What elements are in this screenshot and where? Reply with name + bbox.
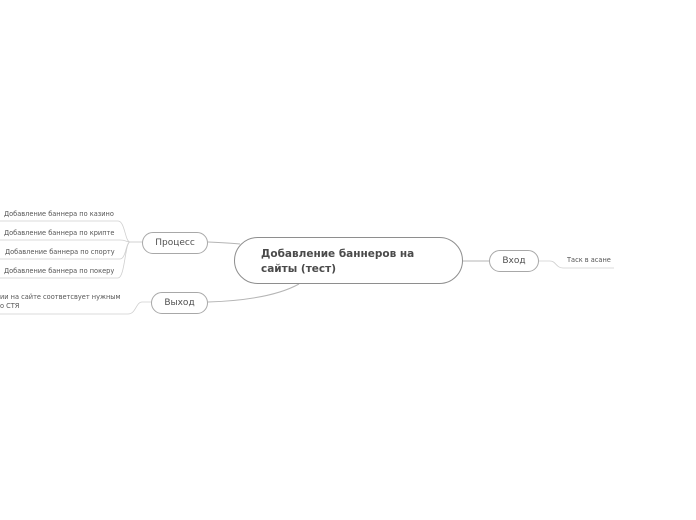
output-child-1[interactable]: ии на сайте соответсвует нужным о СТЯ [0, 293, 120, 311]
branch-output[interactable]: Выход [151, 292, 208, 314]
output-child-line-2: о СТЯ [0, 302, 20, 310]
process-child-poker[interactable]: Добавление баннера по покеру [4, 267, 115, 275]
branch-input[interactable]: Вход [489, 250, 539, 272]
central-topic-line-1: Добавление баннеров на [261, 248, 415, 260]
link-output-child-1 [0, 301, 151, 315]
branch-input-label: Вход [502, 256, 526, 266]
input-child-asana-task[interactable]: Таск в асане [567, 256, 611, 264]
link-input-child-1 [539, 260, 614, 269]
link-central-output [207, 283, 300, 303]
link-process-child-4 [0, 241, 142, 279]
process-child-casino[interactable]: Добавление баннера по казино [4, 210, 114, 218]
output-child-line-1: ии на сайте соответсвует нужным [0, 293, 121, 301]
branch-process-label: Процесс [155, 238, 195, 248]
central-topic-line-2: сайты (тест) [261, 263, 337, 275]
link-central-process [207, 241, 241, 245]
branch-process[interactable]: Процесс [142, 232, 208, 254]
process-child-sport[interactable]: Добавление баннера по спорту [5, 248, 115, 256]
process-child-crypto[interactable]: Добавление баннера по крипте [4, 229, 115, 237]
branch-output-label: Выход [164, 298, 195, 308]
central-topic[interactable]: Добавление баннеров на сайты (тест) [234, 237, 463, 284]
link-process-child-2 [0, 239, 142, 243]
